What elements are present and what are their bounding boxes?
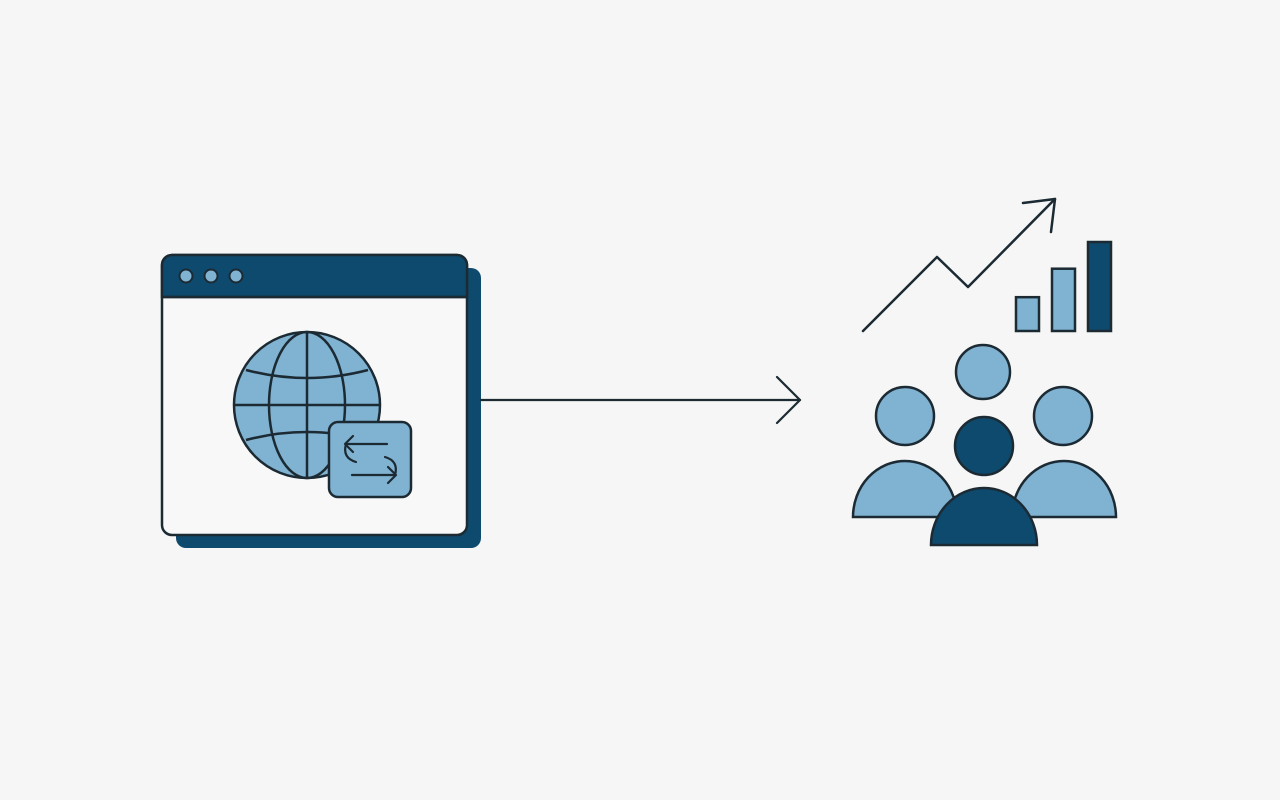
bar-chart-bar (1014, 295, 1041, 333)
window-dots (178, 268, 244, 284)
swap-arrows-icon (343, 434, 398, 485)
arrow-right-icon (479, 375, 802, 425)
translate-badge (327, 420, 413, 499)
person-head-back-left (874, 385, 936, 447)
bar-chart-bar (1050, 267, 1077, 333)
trend-up-arrow-icon (861, 197, 1057, 333)
bar-chart-bar (1086, 240, 1113, 333)
window-dot (178, 268, 194, 284)
person-body-front (929, 486, 1039, 547)
person-body-back-left (851, 459, 959, 519)
globe-latitude-upper (245, 368, 369, 380)
person-head-front (953, 415, 1015, 477)
window-dot (228, 268, 244, 284)
people-group-icon (851, 343, 1118, 547)
person-body-back-right (1010, 459, 1118, 519)
person-head-back-top (954, 343, 1012, 401)
bar-chart-icon (1014, 240, 1113, 333)
window-dot (203, 268, 219, 284)
person-head-back-right (1032, 385, 1094, 447)
audience-growth-node (851, 197, 1118, 547)
translate-badge-box (327, 420, 413, 499)
browser-window-node (160, 253, 481, 548)
